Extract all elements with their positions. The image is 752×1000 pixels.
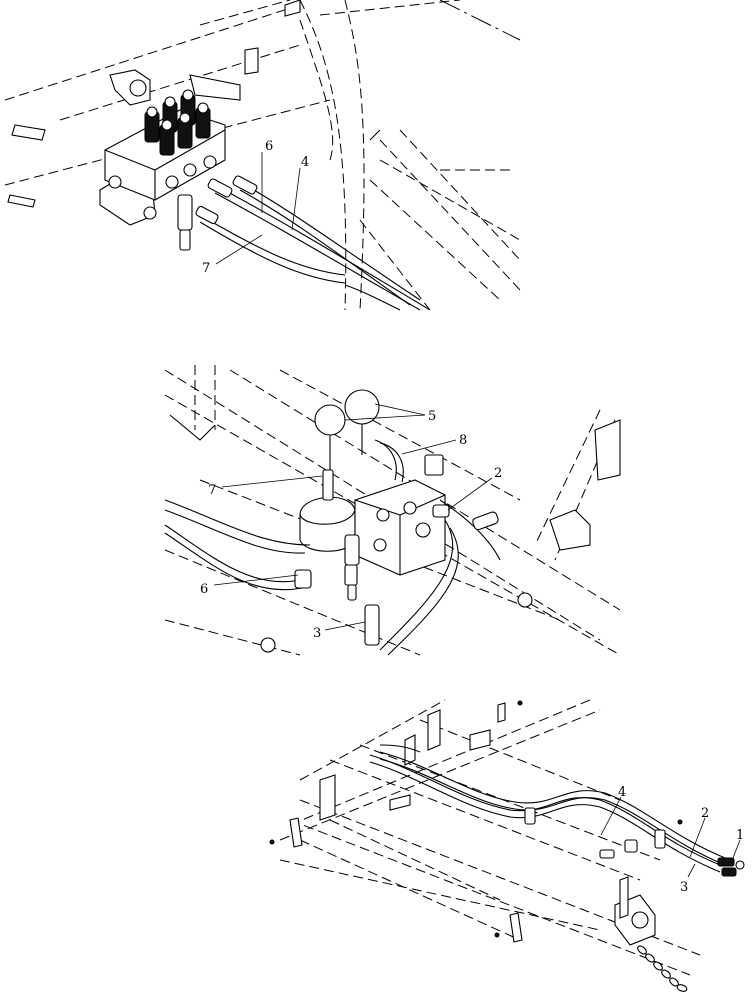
callout-label: 8 <box>459 433 467 448</box>
callout-label: 2 <box>701 806 709 821</box>
callout-label: 7 <box>208 483 216 498</box>
safety-chain <box>637 945 688 992</box>
callout-label: 6 <box>200 582 208 597</box>
callout-label: 3 <box>680 880 688 895</box>
callout-label: 1 <box>736 828 744 843</box>
callout-label: 5 <box>428 409 436 424</box>
panel-bottom: 4 2 1 3 <box>269 699 745 992</box>
callout-label: 4 <box>618 785 626 800</box>
callout-label: 7 <box>202 261 210 276</box>
pressure-gauges <box>314 389 380 470</box>
callout-label: 6 <box>265 139 273 154</box>
callout-label: 3 <box>313 626 321 641</box>
callout-label: 2 <box>494 466 502 481</box>
panel-middle: 5 8 7 2 6 3 <box>164 365 621 656</box>
panel-top: 6 4 7 <box>4 0 521 311</box>
callout-label: 4 <box>301 155 309 170</box>
valve-stack <box>144 89 211 156</box>
